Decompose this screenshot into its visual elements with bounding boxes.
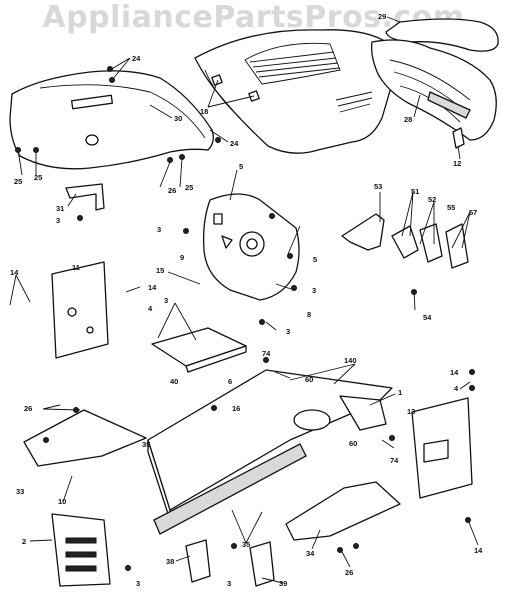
callout-55: 55 <box>447 203 455 212</box>
part-lift-brackets <box>341 213 469 269</box>
part-front-grille <box>370 39 497 141</box>
callout-53: 53 <box>374 182 382 191</box>
callout-25: 25 <box>185 183 193 192</box>
callout-16: 16 <box>232 404 240 413</box>
callout-74: 74 <box>262 349 271 358</box>
callout-25: 25 <box>14 177 22 186</box>
callout-34: 34 <box>306 549 315 558</box>
part-hood <box>194 29 396 154</box>
part-31-bracket <box>65 183 105 211</box>
callout-3: 3 <box>164 296 168 305</box>
callout-8: 8 <box>307 310 311 319</box>
callout-15: 15 <box>156 266 164 275</box>
callout-3: 3 <box>56 216 60 225</box>
callout-3: 3 <box>227 579 231 588</box>
part-38-39-brackets <box>185 539 275 587</box>
callout-12: 12 <box>453 159 461 168</box>
callout-3: 3 <box>157 225 161 234</box>
part-plate-40 <box>151 327 247 373</box>
callout-26: 26 <box>24 404 32 413</box>
callout-60: 60 <box>305 375 313 384</box>
callout-3: 3 <box>286 327 290 336</box>
callout-33: 33 <box>16 487 24 496</box>
callout-38: 38 <box>166 557 174 566</box>
callout-35: 35 <box>242 540 250 549</box>
callout-29: 29 <box>378 12 386 21</box>
callout-labels: 29 24 30 18 28 12 24 25 25 26 25 31 3 5 … <box>10 12 483 588</box>
callout-5: 5 <box>313 255 317 264</box>
callout-3: 3 <box>136 579 140 588</box>
part-12-bracket <box>452 127 465 149</box>
callout-10: 10 <box>58 497 66 506</box>
callout-4: 4 <box>148 304 153 313</box>
callout-1: 1 <box>398 388 402 397</box>
part-main-frame <box>147 369 393 535</box>
callout-9: 9 <box>180 253 184 262</box>
part-side-plate-right <box>411 397 473 499</box>
callout-5: 5 <box>239 162 243 171</box>
callout-11: 11 <box>72 263 80 272</box>
part-front-plate <box>51 513 111 587</box>
callout-4: 4 <box>454 384 459 393</box>
callout-24: 24 <box>132 54 141 63</box>
callout-14: 14 <box>474 546 483 555</box>
callout-2: 2 <box>22 537 26 546</box>
callout-25: 25 <box>34 173 42 182</box>
callout-39: 39 <box>279 579 287 588</box>
callout-54: 54 <box>423 313 432 322</box>
part-dash-panel <box>202 193 300 301</box>
callout-60: 60 <box>349 439 357 448</box>
callout-14: 14 <box>450 368 459 377</box>
part-side-plate-left <box>51 261 109 359</box>
callout-14: 14 <box>10 268 19 277</box>
callout-40: 40 <box>170 377 178 386</box>
part-fender-dash <box>9 70 214 170</box>
callout-74: 74 <box>390 456 399 465</box>
callout-24: 24 <box>230 139 239 148</box>
callout-28: 28 <box>404 115 412 124</box>
callout-26: 26 <box>345 568 353 577</box>
callout-6: 6 <box>228 377 232 386</box>
part-footpan-left <box>23 409 147 467</box>
part-footpan-right <box>285 481 401 541</box>
callout-30: 30 <box>174 114 182 123</box>
hardware-fasteners <box>15 66 475 571</box>
callout-18: 18 <box>200 107 208 116</box>
callout-35: 35 <box>142 440 150 449</box>
callout-140: 140 <box>344 356 357 365</box>
callout-31: 31 <box>56 204 64 213</box>
callout-3: 3 <box>312 286 316 295</box>
callout-14: 14 <box>148 283 157 292</box>
callout-57: 57 <box>469 208 477 217</box>
callout-26: 26 <box>168 186 176 195</box>
callout-13: 13 <box>407 407 415 416</box>
leader-lines <box>9 16 479 584</box>
callout-52: 52 <box>428 195 436 204</box>
callout-51: 51 <box>411 187 419 196</box>
